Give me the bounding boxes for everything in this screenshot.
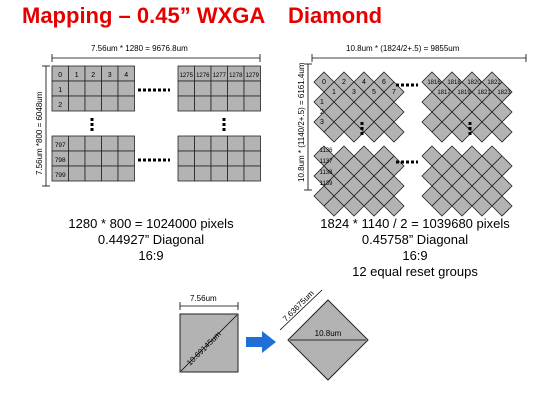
- diamond-col-label: 1817: [437, 90, 451, 96]
- diamond-col-label: 1820: [467, 80, 481, 86]
- wxga-col-label: 1: [75, 72, 79, 79]
- diamond-top-right-pixel: [431, 121, 453, 143]
- diamond-col-label: 1821: [477, 90, 491, 96]
- arrow-icon: [246, 331, 276, 353]
- diamond-col-label: 2: [342, 79, 346, 86]
- wxga-width-label: 7.56um * 1280 = 9676.8um: [91, 44, 188, 53]
- wxga-bottom-right-cell: [243, 165, 261, 182]
- diamond-bottom-left-pixel: [363, 195, 385, 217]
- diamond-bottom-right-pixel: [471, 195, 493, 217]
- title-right: Diamond: [288, 3, 383, 28]
- diamond-bottom-left-pixel: [383, 195, 405, 217]
- title-left: Mapping – 0.45” WXGA: [22, 3, 266, 28]
- wxga-col-label: 2: [91, 72, 95, 79]
- wxga-row-label: 798: [55, 157, 66, 164]
- diamond-row-label: 3: [320, 119, 324, 126]
- wxga-col-label: 0: [58, 72, 62, 79]
- diamond-row-label: 1137: [320, 159, 334, 165]
- diamond-stat-pixels: 1824 * 1140 / 2 = 1039680 pixels: [320, 216, 510, 231]
- wxga-col-label: 4: [124, 72, 128, 79]
- diamond-col-label: 1: [332, 89, 336, 96]
- diamond-col-label: 4: [362, 79, 366, 86]
- diamond-row-label: 1136: [320, 148, 334, 154]
- diamond-top-right-pixel: [491, 121, 513, 143]
- diamond-col-label: 5: [372, 89, 376, 96]
- diamond-bottom-right-pixel: [491, 195, 513, 217]
- wxga-col-label: 1275: [180, 73, 194, 79]
- wxga-stat-diagonal: 0.44927” Diagonal: [97, 232, 205, 247]
- diamond-bottom-left-pixel: [323, 195, 345, 217]
- diamond-top-left-pixel: [383, 121, 405, 143]
- wxga-col-label: 1277: [213, 73, 227, 79]
- diamond-row-label: 1138: [320, 170, 334, 176]
- diamond-col-label: 7: [392, 89, 396, 96]
- wxga-row-label: 797: [55, 142, 66, 149]
- wxga-stat-ratio: 16:9: [138, 248, 164, 263]
- diamond-row-label: 1: [320, 99, 324, 106]
- diamond-stat-ratio: 16:9: [402, 248, 428, 263]
- wxga-col-label: 1278: [229, 73, 243, 79]
- diamond-col-label: 3: [352, 89, 356, 96]
- diamond-col-label: 6: [382, 79, 386, 86]
- wxga-col-label: 3: [108, 72, 112, 79]
- diamond-stats: 1824 * 1140 / 2 = 1039680 pixels 0.45758…: [300, 216, 530, 280]
- wxga-top-right-cell: [243, 95, 261, 112]
- wxga-stat-pixels: 1280 * 800 = 1024000 pixels: [68, 216, 234, 231]
- diamond-stat-diagonal: 0.45758” Diagonal: [361, 232, 469, 247]
- diamond-width-unit-label: 10.8um: [315, 329, 342, 338]
- diamond-bottom-left-pixel: [343, 195, 365, 217]
- diamond-top-right-pixel: [471, 121, 493, 143]
- wxga-col-label: 1279: [246, 73, 260, 79]
- wxga-top-left-cell: [117, 95, 135, 112]
- diamond-stat-reset-groups: 12 equal reset groups: [352, 264, 478, 279]
- diamond-width-label: 10.8um * (1824/2+.5) = 9855um: [346, 44, 460, 53]
- diamond-top-left-pixel: [363, 121, 385, 143]
- square-side-label: 7.56um: [190, 294, 217, 303]
- diamond-col-label: 1822: [487, 80, 501, 86]
- diamond-top-left-pixel: [323, 121, 345, 143]
- diamond-col-label: 1816: [427, 80, 441, 86]
- diamond-bottom-right-pixel: [451, 195, 473, 217]
- wxga-row-label: 799: [55, 172, 66, 179]
- diamond-col-label: 1823: [497, 90, 511, 96]
- wxga-bottom-left-cell: [117, 165, 135, 182]
- diamond-bottom-right-pixel: [431, 195, 453, 217]
- diamond-col-label: 0: [322, 79, 326, 86]
- wxga-col-label: 1276: [196, 73, 210, 79]
- wxga-row-label: 2: [58, 102, 62, 109]
- diamond-col-label: 1819: [457, 90, 471, 96]
- diamond-col-label: 1818: [447, 80, 461, 86]
- diamond-row-label: 1139: [320, 181, 334, 187]
- wxga-stats: 1280 * 800 = 1024000 pixels 0.44927” Dia…: [40, 216, 262, 264]
- wxga-row-label: 1: [58, 87, 62, 94]
- diamond-row-label: 2: [320, 109, 324, 116]
